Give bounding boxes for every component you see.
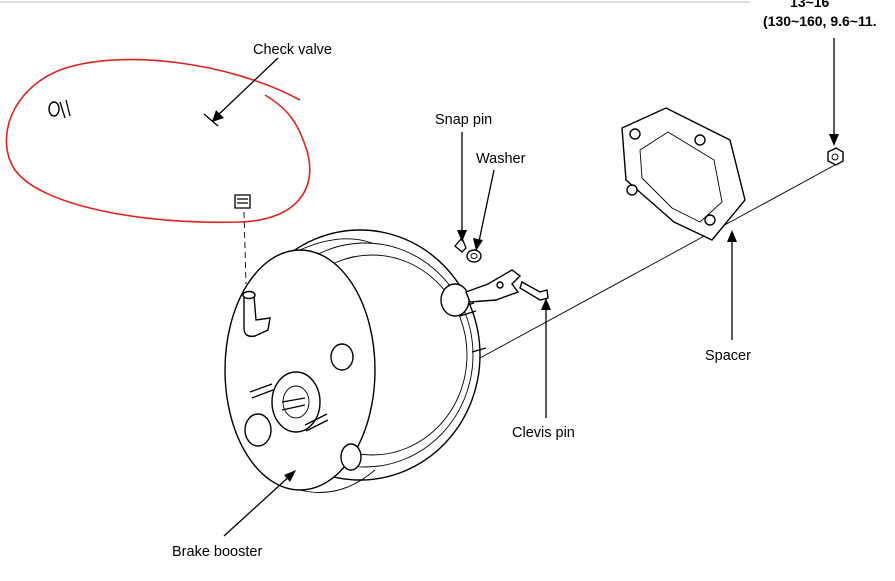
washer-part	[466, 249, 482, 263]
nut-part	[827, 147, 844, 166]
torque-spec-line2: (130~160, 9.6~11.	[763, 13, 877, 29]
spacer-part	[621, 107, 746, 241]
label-washer: Washer	[476, 151, 526, 167]
clevis-yoke	[465, 269, 522, 303]
check-valve-leader	[212, 57, 279, 122]
clevis-pin-part	[519, 280, 549, 301]
snap-pin-part	[454, 236, 467, 253]
vacuum-hose	[48, 99, 251, 209]
spacer-leader	[727, 230, 737, 340]
washer-leader	[473, 169, 495, 251]
label-check-valve: Check valve	[253, 42, 332, 58]
snap-pin-leader	[457, 132, 467, 242]
brake-booster	[224, 229, 487, 493]
label-snap-pin: Snap pin	[435, 112, 492, 128]
brake-booster-leader	[223, 470, 296, 537]
assembly-axis-line	[479, 164, 836, 359]
nut-leader	[829, 38, 839, 146]
label-spacer: Spacer	[705, 348, 751, 364]
label-brake-booster: Brake booster	[172, 544, 262, 560]
hose-connection-dashed-line	[243, 211, 247, 285]
highlight-circle	[5, 58, 311, 224]
clevis-pin-leader	[541, 298, 551, 418]
torque-spec-line1: 13~16	[790, 0, 830, 10]
label-clevis-pin: Clevis pin	[512, 425, 575, 441]
